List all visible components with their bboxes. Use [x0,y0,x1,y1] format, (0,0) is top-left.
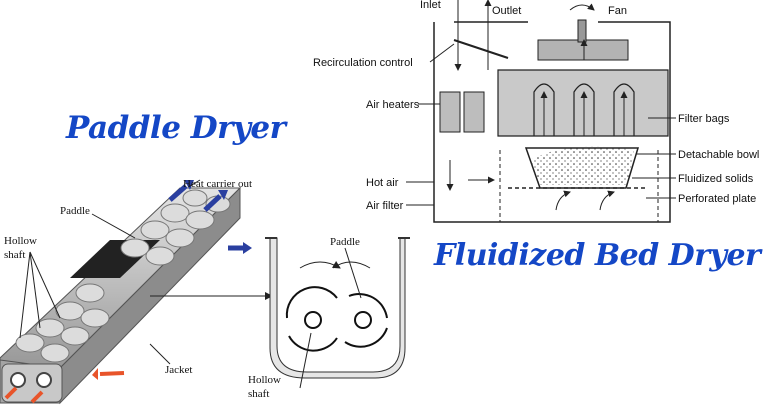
label-perforated-plate: Perforated plate [678,193,756,205]
detail-rotor-right [344,293,388,348]
leader-hollow-shaft-1 [29,251,61,319]
fan-housing [537,39,629,61]
label-hot-air: Hot air [366,177,399,189]
label-fan: Fan [608,5,627,17]
filter-bags [497,69,669,137]
leader-heat-carrier-out [189,179,201,187]
leader-hollow-shaft-3 [19,251,31,339]
leader-jacket [149,343,171,365]
paddle-screws [15,189,231,363]
air-heater-right [463,91,485,133]
fluidized-bed-dryer-title: Fluidized Bed Dryer [434,238,761,273]
label-filter-bags: Filter bags [678,113,730,125]
label-outlet: Outlet [492,5,521,17]
leader-detail-hollow [299,332,312,389]
recirculation-damper [453,39,509,59]
label-detachable-bowl: Detachable bowl [678,149,759,161]
paddle-dryer-diagram: Heat carrier out Paddle Hollow shaft Jac… [0,178,410,405]
air-heater-left [439,91,461,133]
label-detail-shaft: shaft [248,388,269,400]
label-paddle: Paddle [60,205,90,217]
label-heat-carrier-out: Heat carrier out [183,178,252,190]
label-detail-paddle: Paddle [330,236,360,248]
cross-section-detail [265,237,410,389]
shaft-end-right [36,372,52,388]
label-inlet: Inlet [420,0,441,11]
label-recirculation-control: Recirculation control [313,57,413,69]
label-fluidized-solids: Fluidized solids [678,173,754,185]
label-air-heaters: Air heaters [366,99,420,111]
fluidized-solids [530,146,634,185]
label-shaft: shaft [4,249,25,261]
fan-rotation-icon [569,3,595,11]
leader-recirculation [429,43,455,63]
heat-carrier-in-arrows [4,368,125,404]
label-hollow: Hollow [4,235,37,247]
leader-paddle [91,213,136,239]
label-detail-hollow: Hollow [248,374,281,386]
label-jacket: Jacket [165,364,192,376]
shaft-end-left [10,372,26,388]
heat-carrier-out-arrows [168,180,252,254]
fluidized-bed-dryer-diagram: Inlet Outlet Fan Recirculation control A… [313,0,759,223]
label-air-filter: Air filter [366,200,404,212]
detail-rotor-left [285,286,338,352]
paddle-dryer-title: Paddle Dryer [66,110,286,146]
housing [433,21,671,223]
leader-hollow-shaft-2 [29,251,41,329]
fan-shaft [577,19,587,43]
leader-detail-paddle [344,247,362,299]
